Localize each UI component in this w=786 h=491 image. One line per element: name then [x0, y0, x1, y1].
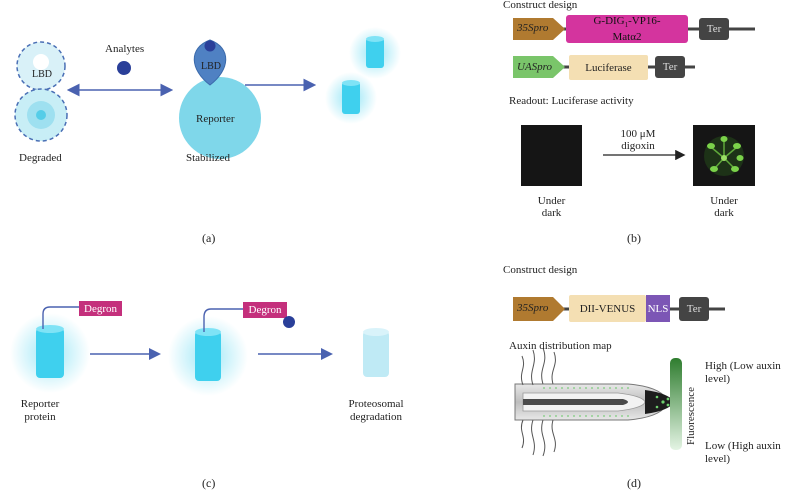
high-label-line2: level) [705, 373, 731, 385]
gene1-label: G-DIG1-VP16- Matα2 [566, 15, 688, 43]
stabilized-reporter-circle [179, 77, 261, 159]
reporter-protein-line2: protein [24, 411, 56, 423]
panel-c: Degron Degron Reporter protein Proteosom… [0, 250, 404, 491]
ter2-label: Ter [662, 61, 678, 73]
gene1-subscript: 1 [624, 21, 629, 30]
reporter-label: Reporter [196, 113, 235, 125]
gene1-part-b: -VP16- [628, 14, 661, 27]
glowing-seedling-icon [704, 136, 744, 176]
degraded-cylinder-icon [363, 331, 389, 377]
lbd-right-label: LBD [201, 61, 221, 72]
caption-b: (b) [627, 231, 641, 245]
gene1-line2: Matα2 [612, 31, 642, 44]
construct-title-b: Construct design [503, 0, 578, 11]
ter-d-label: Ter [686, 303, 702, 315]
fluorescence-scale-bar [670, 358, 682, 450]
reporter-cylinder-1-icon [36, 328, 64, 378]
promoter-35s-d-label: 35Spro [517, 302, 549, 314]
degron-tag-2 [243, 302, 287, 318]
promoter-35s-arrow [513, 18, 565, 40]
reporter-cylinder-2-cap [195, 328, 221, 336]
left-condition-line2: dark [541, 207, 562, 219]
degron-linker-2 [203, 308, 244, 332]
degradation-line2: degradation [350, 411, 402, 423]
degron-tag-1 [79, 301, 122, 316]
stabilized-lbd-drop [193, 39, 227, 86]
ter1-box [699, 18, 729, 40]
cylinder-top-icon [366, 38, 384, 68]
readout-label: Readout: Luciferase activity [509, 95, 634, 107]
promoter-35s-d-arrow [513, 297, 565, 321]
right-condition-line1: Under [710, 195, 738, 207]
cylinder-bottom-cap [342, 80, 360, 86]
gene1-part-a: G-DIG [593, 14, 625, 27]
ter1-label: Ter [706, 23, 722, 35]
reporter-cylinder-2-icon [195, 331, 221, 381]
ter2-box [655, 56, 685, 78]
degraded-label: Degraded [19, 152, 62, 164]
low-label-line1: Low (High auxin [705, 440, 781, 452]
analytes-label: Analytes [105, 43, 145, 55]
dark-plate-left [521, 125, 582, 186]
degradation-line1: Proteosomal [348, 398, 404, 410]
degraded-cylinder-cap [363, 328, 389, 336]
promoter-uas-label: UASpro [517, 61, 553, 73]
right-condition-line2: dark [714, 207, 734, 219]
cylinder-bottom-icon [342, 82, 360, 114]
reporter-protein-line1: Reporter [20, 398, 60, 410]
lbd-left-label: LBD [32, 69, 52, 80]
panel-b-graphics [513, 15, 755, 186]
gene2-label: Luciferase [585, 61, 632, 74]
gene1-box [566, 15, 688, 43]
root-illustration-icon [514, 347, 675, 457]
treatment-line2: digoxin [621, 140, 655, 152]
nls-box [646, 295, 670, 322]
degron-label-2: Degron [248, 304, 282, 316]
analyte-dot [117, 61, 131, 75]
ter-d-box [679, 297, 709, 321]
map-title: Auxin distribution map [509, 340, 612, 352]
promoter-35s-label: 35Spro [517, 22, 549, 34]
caption-a: (a) [202, 231, 216, 245]
reporter-cylinder-1-cap [36, 325, 64, 333]
caption-d: (d) [627, 476, 641, 490]
gene-d-box [569, 295, 646, 322]
panel-a: Analytes LBD LBD Reporter Degraded Stabi… [0, 0, 401, 250]
degron-label-1: Degron [84, 302, 117, 315]
panel-d: Construct design 35Spro DII-VENUS NLS Te… [393, 250, 786, 491]
panel-d-graphics [513, 295, 725, 457]
gene-d-label: DII-VENUS [579, 302, 636, 315]
nls-label: NLS [647, 302, 669, 315]
panel-c-graphics [10, 301, 389, 396]
ubiquitin-dot [283, 316, 295, 328]
left-condition-line1: Under [537, 195, 566, 207]
degron-linker-1 [42, 306, 80, 329]
construct-title-d: Construct design [503, 264, 578, 276]
caption-c: (c) [202, 476, 216, 490]
bound-analyte-dot [204, 40, 216, 52]
panel-b: Construct design 35Spro G-DIG1-VP16- Mat… [393, 0, 786, 250]
cylinder-top-cap [366, 36, 384, 42]
degraded-reporter-core [36, 110, 46, 120]
scale-axis-label: Fluorescence [685, 386, 697, 445]
treatment-line1: 100 μM [620, 128, 656, 140]
panel-a-graphics [14, 27, 401, 159]
promoter-uas-arrow [513, 56, 565, 78]
gene2-box [569, 55, 648, 80]
stabilized-label: Stabilized [186, 152, 230, 164]
low-label-line2: level) [705, 453, 731, 465]
high-label-line1: High (Low auxin [705, 360, 781, 372]
degraded-lbd-blob [33, 54, 49, 70]
